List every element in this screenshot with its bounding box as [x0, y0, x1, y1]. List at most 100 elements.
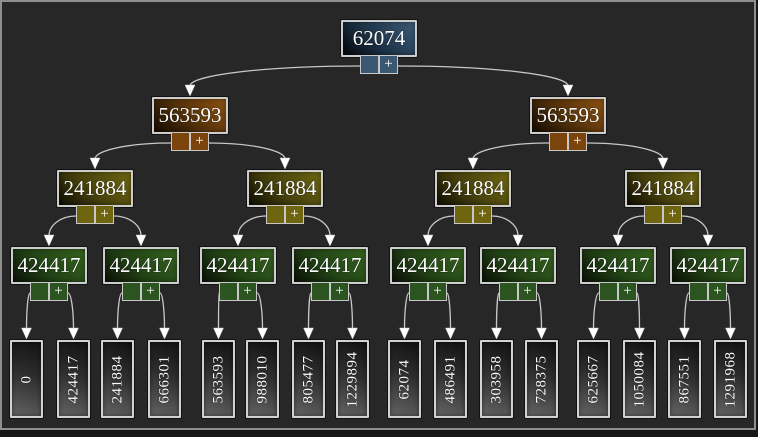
tree-node-l3-0[interactable]: 424417 +: [11, 247, 87, 301]
node-value-box: 424417: [292, 247, 368, 284]
leaf-node-14[interactable]: 867551: [668, 340, 701, 418]
leaf-node-2[interactable]: 241884: [101, 340, 134, 418]
leaf-node-9[interactable]: 486491: [434, 340, 467, 418]
tree-node-l2-0[interactable]: 241884 +: [57, 170, 133, 224]
node-value: 424417: [298, 253, 362, 277]
plus-icon: +: [141, 282, 160, 301]
leaf-value: 486491: [442, 355, 458, 403]
node-op-pair: +: [122, 282, 160, 301]
node-value-box: 563593: [530, 97, 606, 134]
node-op-pair: +: [499, 282, 537, 301]
node-value-box: 62074: [341, 20, 417, 57]
tree-node-l1-1[interactable]: 563593 +: [530, 97, 606, 151]
leaf-value: 563593: [210, 355, 226, 403]
plus-icon: +: [238, 282, 257, 301]
lazy-cell: [549, 132, 568, 151]
plus-icon: +: [330, 282, 349, 301]
plus-icon: +: [663, 205, 682, 224]
leaf-value: 241884: [109, 355, 125, 403]
leaf-value: 1050084: [631, 351, 647, 407]
leaf-node-15[interactable]: 1291968: [714, 340, 747, 418]
leaf-value: 424417: [65, 355, 81, 403]
tree-node-l1-0[interactable]: 563593 +: [152, 97, 228, 151]
node-value: 424417: [17, 253, 81, 277]
leaf-node-13[interactable]: 1050084: [623, 340, 656, 418]
node-value: 424417: [206, 253, 270, 277]
leaf-node-11[interactable]: 728375: [525, 340, 558, 418]
leaf-value: 1291968: [722, 351, 738, 407]
leaf-node-12[interactable]: 625667: [577, 340, 610, 418]
tree-node-l3-1[interactable]: 424417 +: [103, 247, 179, 301]
node-value: 424417: [109, 253, 173, 277]
plus-icon: +: [428, 282, 447, 301]
node-value-box: 424417: [580, 247, 656, 284]
leaf-value: 62074: [396, 359, 412, 399]
node-value: 424417: [396, 253, 460, 277]
leaf-node-4[interactable]: 563593: [202, 340, 235, 418]
leaf-node-1[interactable]: 424417: [57, 340, 90, 418]
leaf-node-7[interactable]: 1229894: [336, 340, 369, 418]
tree-node-l3-4[interactable]: 424417 +: [390, 247, 466, 301]
node-op-pair: +: [549, 132, 587, 151]
lazy-cell: [644, 205, 663, 224]
lazy-cell: [409, 282, 428, 301]
plus-icon: +: [285, 205, 304, 224]
leaf-value: 867551: [676, 355, 692, 403]
node-op-pair: +: [219, 282, 257, 301]
node-value-box: 424417: [390, 247, 466, 284]
node-op-pair: +: [266, 205, 304, 224]
leaf-value: 1229894: [344, 351, 360, 407]
lazy-cell: [171, 132, 190, 151]
tree-node-l2-1[interactable]: 241884 +: [247, 170, 323, 224]
lazy-cell: [689, 282, 708, 301]
node-value-box: 563593: [152, 97, 228, 134]
node-value-box: 241884: [247, 170, 323, 207]
lazy-cell: [360, 55, 379, 74]
tree-node-l2-3[interactable]: 241884 +: [625, 170, 701, 224]
tree-node-l3-5[interactable]: 424417 +: [480, 247, 556, 301]
node-op-pair: +: [454, 205, 492, 224]
node-op-pair: +: [171, 132, 209, 151]
plus-icon: +: [708, 282, 727, 301]
leaf-node-8[interactable]: 62074: [388, 340, 421, 418]
node-op-pair: +: [76, 205, 114, 224]
tree-node-l3-7[interactable]: 424417 +: [670, 247, 746, 301]
leaf-node-3[interactable]: 666301: [148, 340, 181, 418]
node-op-pair: +: [689, 282, 727, 301]
tree-node-l3-3[interactable]: 424417 +: [292, 247, 368, 301]
node-value: 62074: [352, 26, 406, 50]
tree-node-l2-2[interactable]: 241884 +: [435, 170, 511, 224]
node-value: 424417: [486, 253, 550, 277]
node-value: 241884: [441, 176, 505, 200]
node-value-box: 424417: [11, 247, 87, 284]
leaf-value: 303958: [488, 355, 504, 403]
tree-node-root[interactable]: 62074 +: [341, 20, 417, 74]
leaf-node-6[interactable]: 805477: [292, 340, 325, 418]
node-op-pair: +: [644, 205, 682, 224]
node-value: 563593: [536, 103, 600, 127]
node-value-box: 424417: [200, 247, 276, 284]
node-value: 241884: [63, 176, 127, 200]
leaf-node-10[interactable]: 303958: [480, 340, 513, 418]
plus-icon: +: [473, 205, 492, 224]
node-value-box: 424417: [670, 247, 746, 284]
plus-icon: +: [49, 282, 68, 301]
leaf-node-0[interactable]: 0: [10, 340, 43, 418]
node-value-box: 241884: [435, 170, 511, 207]
leaf-value: 988010: [254, 355, 270, 403]
lazy-cell: [499, 282, 518, 301]
plus-icon: +: [190, 132, 209, 151]
node-op-pair: +: [30, 282, 68, 301]
lazy-cell: [599, 282, 618, 301]
lazy-cell: [122, 282, 141, 301]
leaf-value: 0: [18, 375, 34, 383]
tree-node-l3-6[interactable]: 424417 +: [580, 247, 656, 301]
leaf-node-5[interactable]: 988010: [246, 340, 279, 418]
tree-node-l3-2[interactable]: 424417 +: [200, 247, 276, 301]
node-op-pair: +: [311, 282, 349, 301]
node-op-pair: +: [409, 282, 447, 301]
lazy-cell: [266, 205, 285, 224]
node-value-box: 424417: [103, 247, 179, 284]
node-value-box: 241884: [57, 170, 133, 207]
lazy-cell: [454, 205, 473, 224]
